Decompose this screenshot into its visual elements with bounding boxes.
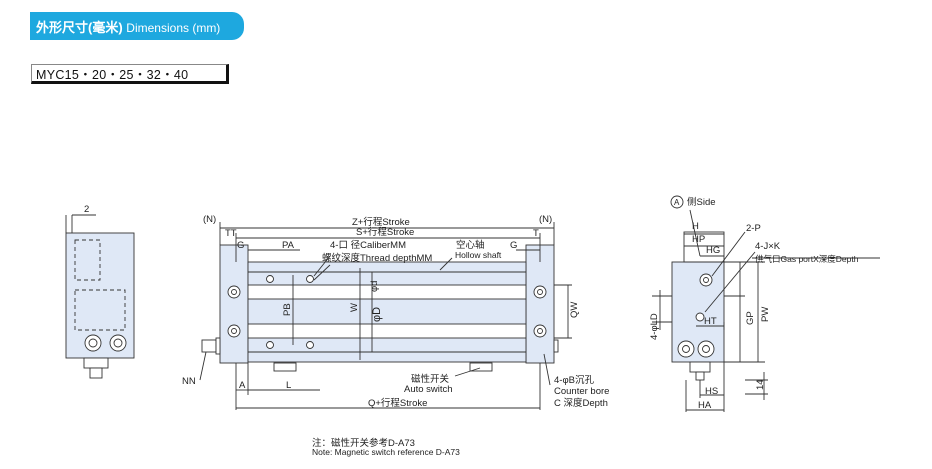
label-tt: TT — [225, 228, 237, 239]
label-c-depth: C 深度Depth — [554, 397, 608, 409]
side-a-marker-icon — [670, 195, 684, 209]
label-phi-d-small: φd — [369, 281, 380, 292]
label-hs: HS — [705, 386, 718, 397]
label-gas-port: 供气口Gas portX深度Depth — [755, 254, 859, 264]
label-hollow-shaft-en: Hollow shaft — [455, 250, 502, 260]
label-z-stroke: Z+行程Stroke — [352, 216, 410, 228]
label-pa: PA — [282, 240, 295, 251]
label-14: 14 — [755, 379, 766, 390]
label-nn: NN — [182, 376, 196, 387]
label-g-left: G — [237, 240, 244, 251]
label-side-a: A — [674, 198, 680, 207]
label-t: T — [533, 228, 539, 239]
label-g-right: G — [510, 240, 517, 251]
label-4-jk: 4-J×K — [755, 241, 781, 252]
label-thread-depth: 螺纹深度Thread depthMM — [322, 252, 432, 264]
label-2-p: 2-P — [746, 223, 761, 234]
label-n-right: (N) — [539, 214, 552, 225]
model-label-box — [31, 64, 229, 84]
section-title-cn: 外形尺寸(毫米) — [36, 20, 123, 35]
front-view — [201, 244, 559, 372]
section-title: 外形尺寸(毫米) Dimensions (mm) — [36, 17, 220, 36]
label-4-ld: 4-φLD — [649, 313, 660, 340]
front-dimension-lines — [199, 222, 572, 410]
label-l: L — [286, 380, 291, 391]
label-h: H — [692, 221, 699, 232]
label-ha: HA — [698, 400, 712, 411]
label-qw: QW — [569, 302, 580, 318]
label-counter-bore-en: Counter bore — [554, 386, 609, 397]
side-view — [652, 209, 880, 412]
header-bar — [30, 12, 244, 40]
label-ht: HT — [704, 316, 717, 327]
label-hg: HG — [706, 245, 720, 256]
label-pw: PW — [760, 307, 771, 322]
label-side-text: 侧Side — [687, 196, 716, 208]
label-auto-switch-en: Auto switch — [404, 384, 453, 395]
label-hollow-shaft-cn: 空心轴 — [456, 239, 485, 251]
label-caliber: 4-口 径CaliberMM — [330, 239, 406, 251]
label-phi-d: φD — [371, 307, 383, 322]
label-auto-switch-cn: 磁性开关 — [411, 373, 450, 385]
label-counter-bore-cn: 4-φB沉孔 — [554, 375, 594, 386]
label-gp: GP — [745, 311, 756, 325]
label-q-stroke: Q+行程Stroke — [368, 397, 427, 409]
label-pb: PB — [282, 303, 293, 316]
model-label: MYC15・20・25・32・40 — [36, 68, 189, 82]
note-en: Note: Magnetic switch reference D-A73 — [312, 447, 460, 457]
label-w: W — [349, 303, 360, 312]
section-title-en: Dimensions (mm) — [126, 21, 221, 35]
label-dim-2: 2 — [84, 204, 89, 215]
note-cn: 注：磁性开关参考D-A73 — [312, 438, 415, 449]
left-end-view — [65, 214, 135, 379]
label-a: A — [239, 380, 246, 391]
label-n-left: (N) — [203, 214, 216, 225]
label-hp: HP — [692, 234, 705, 245]
label-s-stroke: S+行程Stroke — [356, 226, 414, 238]
